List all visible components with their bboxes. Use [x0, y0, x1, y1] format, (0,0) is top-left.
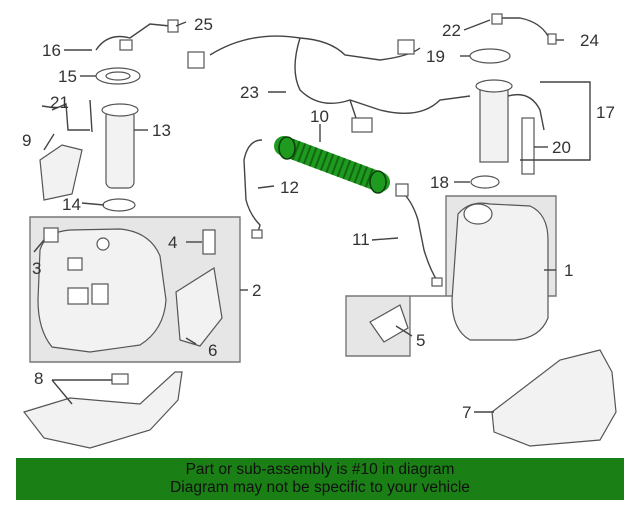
callout-1: 1 [564, 261, 573, 280]
part-16-hose [95, 23, 171, 51]
callout-20: 20 [552, 138, 571, 157]
callout-2: 2 [252, 281, 261, 300]
callout-24: 24 [580, 31, 599, 50]
callout-7: 7 [462, 403, 471, 422]
callout-17: 17 [596, 103, 615, 122]
tank-fill-port [463, 203, 493, 225]
part-19-lock-ring [469, 48, 511, 64]
part-24-hose [500, 17, 549, 37]
callout-10: 10 [310, 107, 329, 126]
part-13-top [101, 103, 139, 117]
callout-16: 16 [42, 41, 61, 60]
part-6-shield [175, 267, 223, 347]
harness-connector-b [187, 51, 205, 69]
part-11-connector [395, 183, 409, 197]
part-4-valve [202, 229, 216, 255]
tank-port [96, 237, 110, 251]
callout-13: 13 [152, 121, 171, 140]
leader-lines [33, 19, 591, 413]
callout-23: 23 [240, 83, 259, 102]
part-8-shield [22, 371, 183, 449]
part-18-seal [470, 175, 500, 189]
part-11-end [431, 277, 443, 287]
banner-line-1: Part or sub-assembly is #10 in diagram [185, 461, 455, 478]
fuel-tank-right [451, 202, 549, 341]
callout-25: 25 [194, 15, 213, 34]
tank-detail-c [91, 283, 109, 305]
part-17-pump-module [479, 85, 509, 163]
part-12-connector [251, 229, 263, 239]
part-3-gasket [43, 227, 59, 243]
part-17-hose [507, 93, 545, 131]
callout-3: 3 [32, 259, 41, 278]
callout-5: 5 [416, 331, 425, 350]
part-25-connector [167, 19, 179, 33]
part-7-shield [491, 349, 617, 447]
part-12-line [243, 139, 263, 233]
part-16-connector [119, 39, 133, 51]
harness-connector-c [351, 117, 373, 133]
callout-14: 14 [62, 195, 81, 214]
part-20-bracket [521, 117, 535, 175]
callout-9: 9 [22, 131, 31, 150]
callout-11: 11 [352, 230, 370, 249]
callout-22: 22 [442, 21, 461, 40]
info-banner: Part or sub-assembly is #10 in diagram D… [16, 458, 624, 500]
part-15-ring-inner [105, 71, 131, 81]
callout-21: 21 [50, 93, 69, 112]
part-13-sending-unit [105, 109, 135, 189]
banner-line-2: Diagram may not be specific to your vehi… [170, 479, 470, 496]
part-8-pad [111, 373, 129, 385]
callout-8: 8 [34, 369, 43, 388]
part-11-line [399, 189, 439, 283]
part-17-top [475, 79, 513, 93]
tank-detail-b [67, 287, 89, 305]
callout-6: 6 [208, 341, 217, 360]
callout-18: 18 [430, 173, 449, 192]
part-10-filler-hose [274, 136, 390, 194]
callout-4: 4 [168, 233, 177, 252]
part-24-end [547, 33, 557, 45]
callout-12: 12 [280, 178, 299, 197]
callout-15: 15 [58, 67, 77, 86]
tank-detail-a [67, 257, 83, 271]
part-14-seal [102, 198, 136, 212]
part-22-clip [491, 13, 503, 25]
harness-connector-a [397, 39, 415, 55]
part-5-bracket [369, 304, 409, 343]
callout-19: 19 [426, 47, 445, 66]
part-9-shield [39, 144, 83, 201]
part-21-bracket [51, 99, 93, 133]
